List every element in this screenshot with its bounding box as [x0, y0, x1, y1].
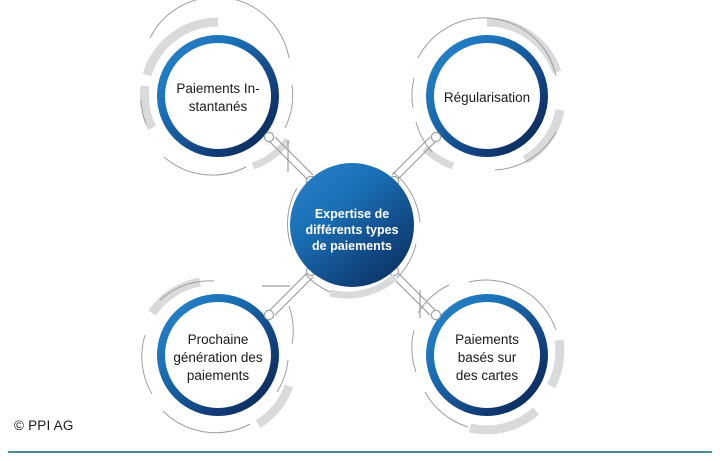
center-label-line: de paiements — [312, 239, 392, 253]
decorative-arc-thin — [396, 243, 417, 279]
connector-bottom-left — [262, 265, 317, 321]
decorative-arc-thin — [411, 77, 415, 109]
center-label-line: Expertise de — [315, 207, 389, 221]
decorative-arc-outer — [142, 17, 219, 77]
decorative-arc-outer — [522, 109, 565, 164]
node-prochaine-generation[interactable]: Prochaine génération des paiements — [141, 277, 294, 434]
connector-joint — [263, 131, 275, 143]
decorative-arc-thin — [494, 131, 557, 171]
decorative-arc-thin — [140, 99, 147, 125]
decorative-arc-thin — [424, 391, 469, 428]
node-ring — [426, 294, 548, 416]
copyright-notice: © PPI AG — [14, 418, 74, 433]
decorative-arc-thin — [163, 156, 247, 176]
node-ring — [157, 294, 279, 416]
decorative-arc-thin — [149, 0, 290, 59]
node-label-line: Prochaine — [188, 332, 249, 347]
node-label-line: paiements — [187, 368, 250, 383]
connector-joint — [430, 309, 442, 321]
decorative-arc-outer — [329, 274, 398, 299]
decorative-arc-thin — [287, 187, 298, 247]
node-ring — [426, 35, 548, 157]
decorative-arc-outer — [255, 384, 294, 428]
decorative-arc-outer — [546, 339, 565, 389]
node-label-line: génération des — [173, 350, 263, 365]
decorative-arc-thin — [411, 329, 417, 373]
center-label-line: différents types — [305, 223, 398, 237]
node-label-line: Paiements In- — [176, 81, 259, 96]
node-label-line: des cartes — [456, 368, 519, 383]
decorative-arc-thin — [162, 410, 251, 434]
node-label-line: basés sur — [458, 350, 517, 365]
node-face — [435, 44, 539, 148]
node-face — [166, 303, 270, 407]
connector-joint — [430, 131, 442, 143]
node-face — [435, 303, 539, 407]
decorative-arc-outer — [422, 145, 455, 170]
decorative-arc-thin — [276, 359, 289, 393]
decorative-arc-outer — [468, 407, 540, 435]
decorative-arc-thin — [288, 305, 294, 345]
node-label-line: stantanés — [189, 99, 248, 114]
decorative-arc-thin — [141, 334, 153, 395]
center-hub[interactable]: Expertise de différents types de paiemen… — [287, 163, 421, 299]
decorative-arc-outer — [148, 277, 201, 316]
bottom-divider — [8, 451, 712, 453]
decorative-arc-thin — [468, 279, 557, 331]
decorative-arc-outer — [486, 17, 562, 74]
decorative-arc-thin — [159, 280, 215, 301]
decorative-arc-thin — [415, 121, 433, 153]
connector-bottom-right — [388, 265, 442, 321]
decorative-arc-outer — [139, 85, 157, 130]
decorative-arc-thin — [417, 17, 557, 77]
node-ring — [157, 35, 279, 157]
node-label-line: Régularisation — [444, 90, 530, 105]
node-face — [166, 44, 270, 148]
decorative-arc-thin — [304, 273, 331, 293]
node-regularisation[interactable]: Régularisation — [411, 17, 565, 171]
node-paiements-cartes[interactable]: Paiements basés sur des cartes — [411, 279, 565, 435]
decorative-arc-thin — [417, 284, 450, 314]
connector-joint — [263, 309, 275, 321]
node-label-line: Paiements — [455, 332, 519, 347]
center-face — [290, 163, 414, 287]
decorative-arc-outer — [251, 137, 291, 170]
decorative-arc-thin — [284, 84, 294, 129]
node-paiements-instantanes[interactable]: Paiements In- stantanés — [139, 0, 294, 176]
decorative-arc-thin — [392, 171, 421, 223]
